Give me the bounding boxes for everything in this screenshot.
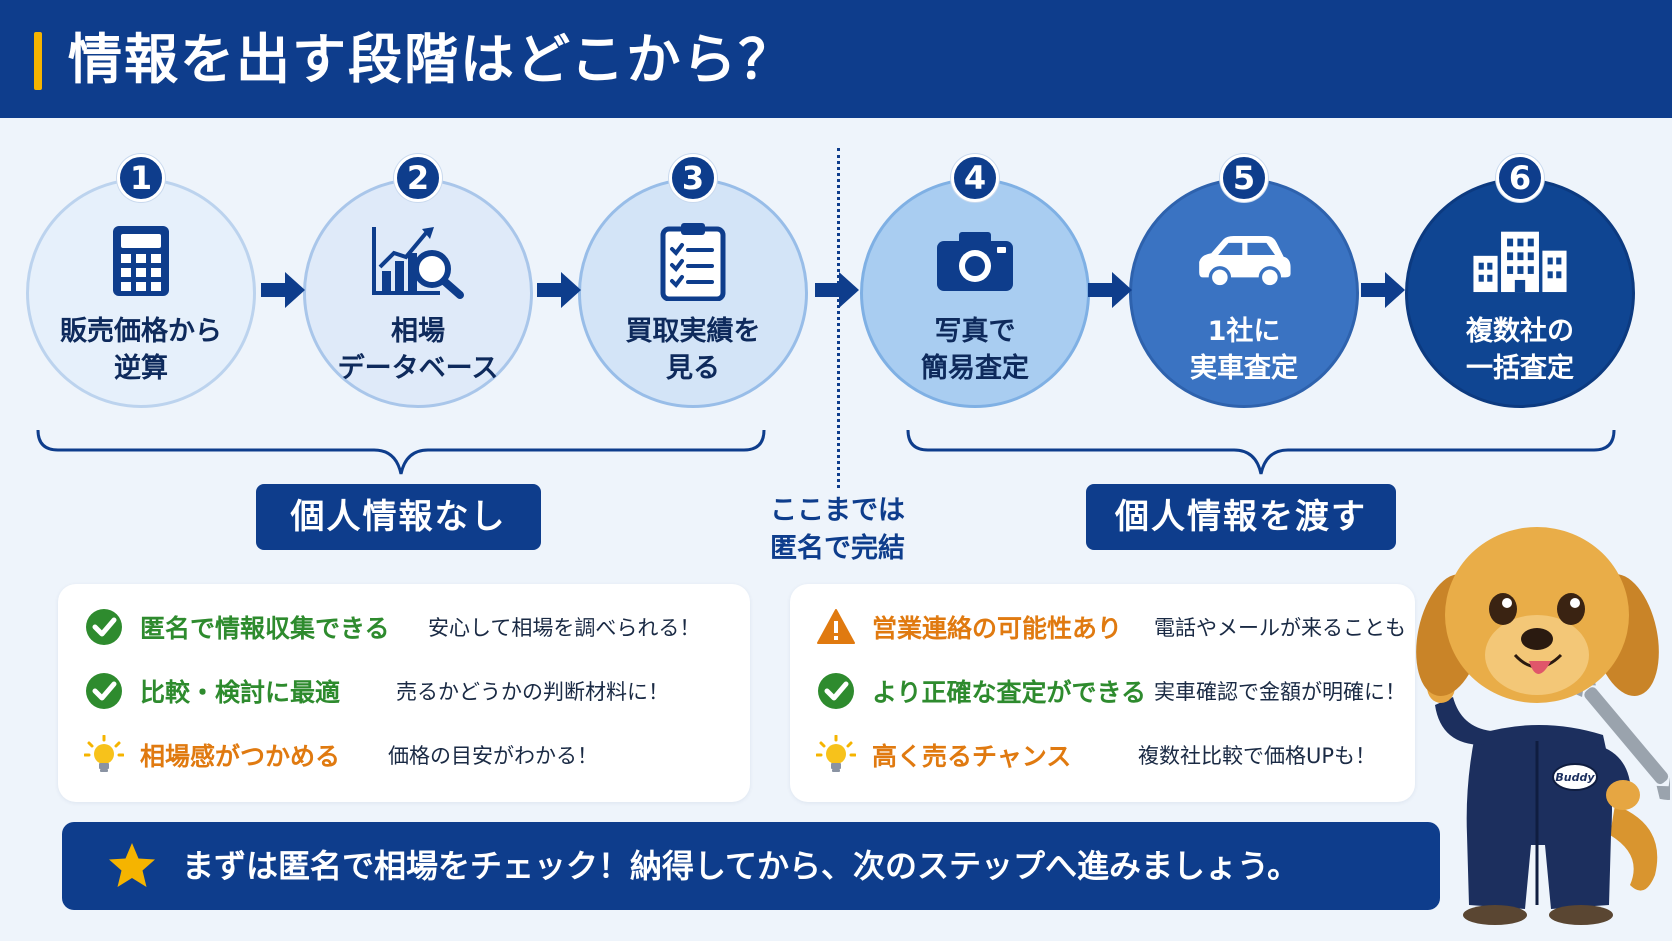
anonymous-note: ここまでは 匿名で完結: [770, 495, 905, 564]
chart-magnifier-icon: [368, 221, 468, 301]
buildings-icon: [1470, 221, 1570, 301]
warning-icon: [817, 609, 855, 644]
benefit-description: 実車確認で金額が明確に！: [1154, 680, 1406, 704]
camera-icon: [925, 221, 1025, 301]
car-icon: [1194, 221, 1294, 301]
list-item-desc: 電話やメールが来ることも: [1154, 604, 1406, 650]
anonymous-divider: [837, 148, 840, 488]
list-item-desc: 価格の目安がわかる！: [388, 732, 598, 778]
arrow-right-icon: [1088, 272, 1132, 308]
step-5: 1社に 実車査定: [1129, 178, 1359, 408]
step-label: 販売価格から 逆算: [60, 316, 222, 384]
list-item-desc: 安心して相場を調べられる！: [428, 604, 700, 650]
bottom-banner: まずは匿名で相場をチェック！納得してから、次のステップへ進みましょう。: [62, 822, 1440, 910]
brace-left: [36, 429, 766, 475]
benefit-description: 電話やメールが来ることも: [1154, 616, 1406, 640]
list-item-desc: 実車確認で金額が明確に！: [1154, 668, 1406, 714]
lightbulb-icon: [84, 735, 124, 772]
step-3: 買取実績を 見る: [578, 178, 808, 408]
star-icon: [109, 843, 155, 887]
lightbulb-icon: [816, 735, 856, 772]
benefits-card-right: 営業連絡の可能性あり 電話やメールが来ることも より正確な査定ができる 実車確認…: [790, 584, 1415, 802]
benefit-heading: より正確な査定ができる: [872, 678, 1147, 707]
banner-text: まずは匿名で相場をチェック！納得してから、次のステップへ進みましょう。: [182, 847, 1300, 885]
header: 情報を出す段階はどこから？: [0, 0, 1672, 118]
benefit-heading: 匿名で情報収集できる: [140, 614, 390, 643]
benefit-description: 売るかどうかの判断材料に！: [396, 680, 669, 704]
header-accent-bar: [34, 32, 42, 90]
arrow-right-icon: [1361, 272, 1405, 308]
step-number-badge: 5: [1220, 154, 1268, 202]
list-item: 営業連絡の可能性あり: [816, 604, 1122, 650]
group-label-give-personal-info: 個人情報を渡す: [1086, 484, 1396, 550]
step-label: 相場 データベース: [337, 316, 499, 384]
benefit-heading: 比較・検討に最適: [140, 678, 341, 707]
group-label-no-personal-info: 個人情報なし: [256, 484, 541, 550]
step-label: 複数社の 一括査定: [1466, 316, 1574, 384]
list-item: より正確な査定ができる: [816, 668, 1146, 714]
step-2: 相場 データベース: [303, 178, 533, 408]
check-icon: [86, 609, 122, 645]
list-item-desc: 売るかどうかの判断材料に！: [396, 668, 669, 714]
benefit-description: 安心して相場を調べられる！: [428, 616, 701, 640]
step-label: 写真で 簡易査定: [921, 316, 1029, 384]
step-label: 買取実績を 見る: [625, 316, 761, 384]
arrow-right-icon: [261, 272, 305, 308]
step-number-badge: 1: [117, 154, 165, 202]
benefit-heading: 相場感がつかめる: [140, 742, 341, 771]
step-number-badge: 4: [951, 154, 999, 202]
step-number-badge: 6: [1496, 154, 1544, 202]
page-title: 情報を出す段階はどこから？: [68, 28, 795, 91]
step-number-badge: 2: [394, 154, 442, 202]
benefits-card-left: 匿名で情報収集できる 安心して相場を調べられる！ 比較・検討に最適 売るかどうか…: [58, 584, 750, 802]
clipboard-checklist-icon: [643, 221, 743, 301]
benefit-description: 価格の目安がわかる！: [388, 744, 598, 768]
step-6: 複数社の 一括査定: [1405, 178, 1635, 408]
step-label: 1社に 実車査定: [1190, 316, 1298, 384]
mascot-name-tag: Buddy: [1555, 771, 1595, 784]
step-1: 販売価格から 逆算: [26, 178, 256, 408]
list-item: 相場感がつかめる: [84, 732, 340, 778]
step-number-badge: 3: [669, 154, 717, 202]
benefit-heading: 営業連絡の可能性あり: [872, 614, 1123, 643]
calculator-icon: [91, 221, 191, 301]
benefit-description: 複数社比較で価格UPも！: [1138, 744, 1377, 768]
benefit-heading: 高く売るチャンス: [872, 742, 1072, 771]
dog-mascot-illustration: Buddy: [1416, 527, 1670, 925]
arrow-right-icon: [537, 272, 581, 308]
check-icon: [818, 673, 854, 709]
list-item-desc: 複数社比較で価格UPも！: [1138, 732, 1376, 778]
check-icon: [86, 673, 122, 709]
brace-right: [906, 429, 1616, 475]
list-item: 高く売るチャンス: [816, 732, 1071, 778]
list-item: 比較・検討に最適: [84, 668, 340, 714]
list-item: 匿名で情報収集できる: [84, 604, 390, 650]
step-4: 写真で 簡易査定: [860, 178, 1090, 408]
